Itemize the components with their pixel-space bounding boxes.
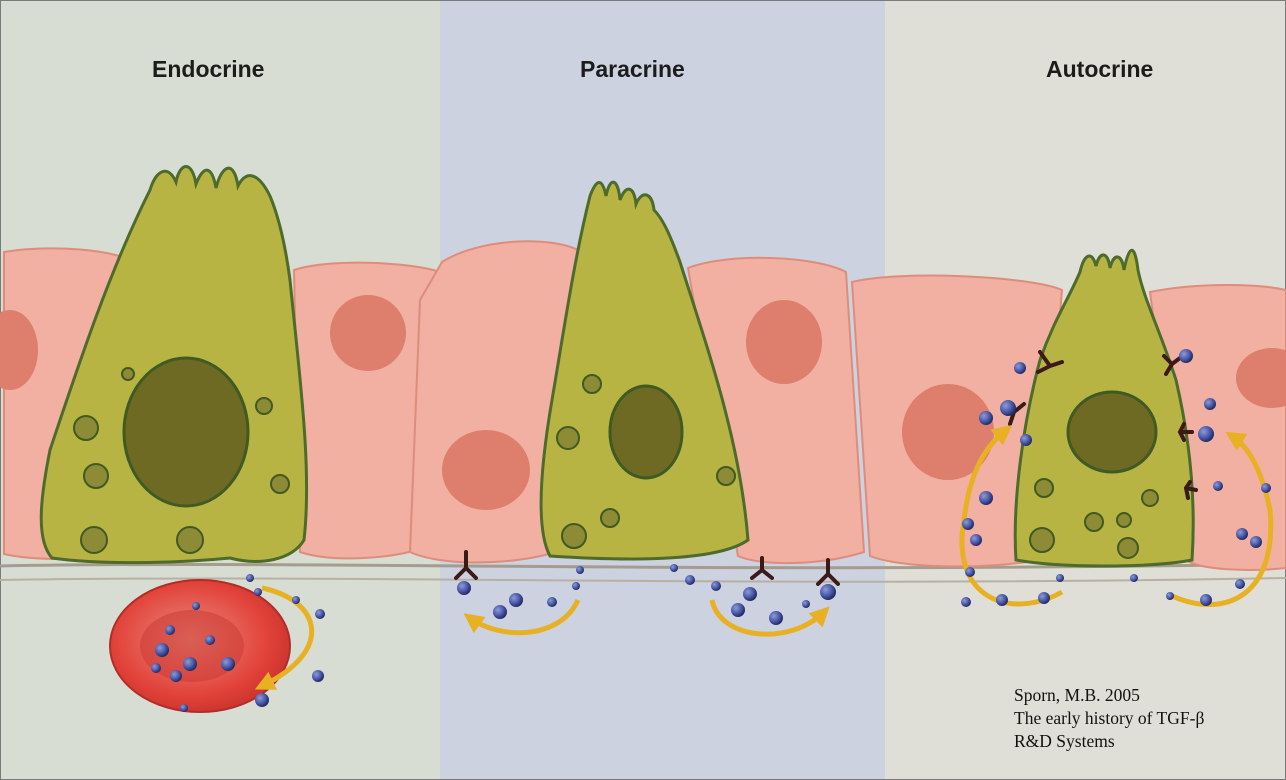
citation-publisher: R&D Systems: [1014, 730, 1204, 753]
blood-cell: [110, 580, 290, 712]
paracrine-title: Paracrine: [580, 56, 685, 83]
endocrine-title: Endocrine: [152, 56, 264, 83]
citation-author: Sporn, M.B. 2005: [1014, 684, 1204, 707]
citation: Sporn, M.B. 2005 The early history of TG…: [1014, 684, 1204, 753]
citation-title: The early history of TGF-β: [1014, 707, 1204, 730]
autocrine-title: Autocrine: [1046, 56, 1153, 83]
